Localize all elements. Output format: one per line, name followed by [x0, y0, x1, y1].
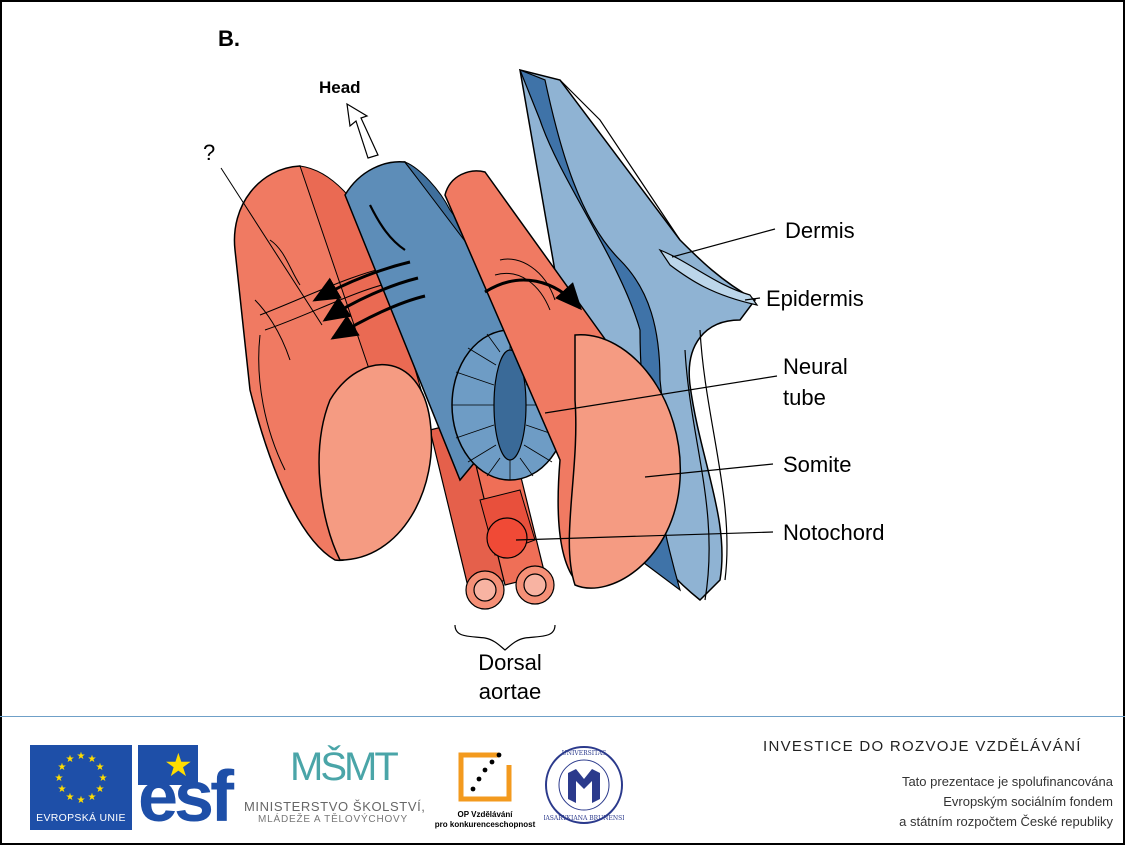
funding-line-2: Evropským sociálním fondem [899, 792, 1113, 812]
svg-text:★: ★ [77, 795, 86, 806]
funding-line-3: a státním rozpočtem České republiky [899, 812, 1113, 832]
dermis-label: Dermis [785, 218, 855, 243]
op-line-1: OP Vzdělávání [430, 810, 540, 819]
svg-text:★: ★ [96, 762, 105, 773]
svg-text:★: ★ [55, 773, 64, 784]
svg-text:★: ★ [88, 792, 97, 803]
panel-letter: B. [218, 26, 240, 51]
svg-text:★: ★ [58, 784, 67, 795]
funding-statement: Tato prezentace je spolufinancována Evro… [899, 772, 1113, 832]
dorsal-aortae-label-line1: Dorsal [478, 650, 542, 675]
question-mark-label: ? [203, 140, 215, 165]
esf-wordmark: esf [138, 765, 230, 829]
svg-text:★: ★ [99, 773, 108, 784]
svg-text:★: ★ [77, 751, 86, 762]
eu-stars-icon: ★★★ ★★★ ★★★ ★★★ [30, 745, 132, 815]
msmt-line-2: MLÁDEŽE A TĚLOVÝCHOVY [258, 814, 408, 825]
op-line-2: pro konkurenceschopnost [430, 820, 540, 829]
svg-text:UNIVERSITAS: UNIVERSITAS [562, 750, 607, 757]
head-direction-arrow [347, 104, 378, 158]
op-vzdelavani-logo [455, 745, 517, 807]
somite-label: Somite [783, 452, 851, 477]
msmt-logo: MŠMT [290, 742, 396, 792]
funding-line-1: Tato prezentace je spolufinancována [899, 772, 1113, 792]
svg-text:★: ★ [66, 754, 75, 765]
svg-text:★: ★ [66, 792, 75, 803]
epidermis-label: Epidermis [766, 286, 864, 311]
aortae-brace [455, 625, 555, 650]
notochord-label: Notochord [783, 520, 885, 545]
eu-label: EVROPSKÁ UNIE [30, 812, 132, 824]
svg-text:★: ★ [96, 784, 105, 795]
embryo-cross-section-diagram: B. [0, 0, 1125, 716]
msmt-line-1: MINISTERSTVO ŠKOLSTVÍ, [244, 799, 426, 814]
masaryk-university-seal: UNIVERSITAS MASARYKIANA BRUNENSIS [544, 745, 624, 825]
svg-text:MASARYKIANA BRUNENSIS: MASARYKIANA BRUNENSIS [544, 815, 624, 822]
footer-divider [0, 716, 1125, 717]
neural-tube-label-line1: Neural [783, 354, 848, 379]
head-label: Head [319, 78, 361, 97]
neural-tube-label-line2: tube [783, 385, 826, 410]
esf-logo: ★ esf [138, 745, 240, 830]
eu-flag-logo: ★★★ ★★★ ★★★ ★★★ EVROPSKÁ UNIE [30, 745, 132, 830]
investice-heading: INVESTICE DO ROZVOJE VZDĚLÁVÁNÍ [763, 738, 1082, 755]
dorsal-aortae-label-line2: aortae [479, 679, 541, 704]
